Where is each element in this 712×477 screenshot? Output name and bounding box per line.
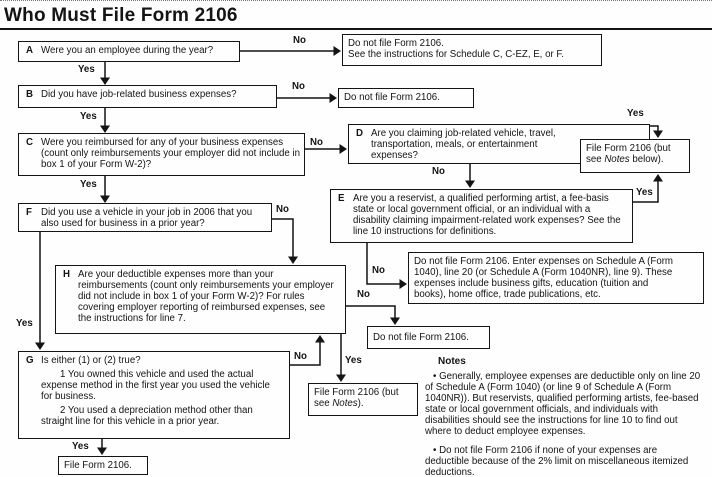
- node-g-item-2: 2 You used a depreciation method other t…: [41, 405, 253, 427]
- node-e: E Are you a reservist, a qualified perfo…: [330, 189, 633, 243]
- notes-heading: Notes: [438, 356, 466, 367]
- edge-e-yes: [633, 176, 659, 203]
- arrow-h-yes: [336, 374, 346, 382]
- arrow-c-yes: [100, 195, 110, 203]
- outcome-file-2106: File Form 2106.: [58, 456, 148, 475]
- node-d-letter: D: [356, 128, 363, 139]
- arrow-e-yes: [653, 174, 663, 182]
- arrow-g-yes: [97, 447, 107, 455]
- label-a-yes: Yes: [78, 64, 95, 75]
- node-a: A Were you an employee during the year?: [18, 41, 240, 62]
- outcome-text-italic: Notes: [604, 154, 630, 165]
- outcome-file-2106-notes: File Form 2106 (but see Notes).: [308, 383, 418, 416]
- arrow-h-no: [390, 317, 400, 325]
- outcome-do-not-file-b: Do not file Form 2106.: [338, 88, 474, 108]
- node-d-text: Are you claiming job-related vehicle, tr…: [371, 128, 556, 161]
- outcome-text-italic: Notes: [332, 398, 358, 409]
- node-g-item-1: 1 You owned this vehicle and used the ac…: [41, 369, 270, 402]
- node-g-text: Is either (1) or (2) true? 1 You owned t…: [41, 355, 277, 435]
- arrow-a-yes: [100, 77, 110, 85]
- arrow-b-no: [329, 93, 337, 103]
- node-h-letter: H: [63, 269, 70, 280]
- label-f-no: No: [276, 204, 289, 215]
- node-c-text: Were you reimbursed for any of your busi…: [41, 137, 300, 170]
- node-e-text: Are you a reservist, a qualified perform…: [353, 193, 621, 237]
- outcome-text: File Form 2106.: [64, 460, 132, 471]
- label-h-yes: Yes: [345, 355, 362, 366]
- node-f-text: Did you use a vehicle in your job in 200…: [41, 207, 253, 229]
- label-a-no: No: [293, 35, 306, 46]
- label-d-yes: Yes: [627, 108, 644, 119]
- label-e-no: No: [372, 265, 385, 276]
- label-g-no: No: [294, 351, 307, 362]
- outcome-text: File Form 2106 (but see: [314, 387, 399, 409]
- edge-h-no: [346, 305, 396, 323]
- arrow-c-no: [339, 144, 347, 154]
- node-e-letter: E: [338, 193, 345, 204]
- node-f: F Did you use a vehicle in your job in 2…: [18, 203, 272, 232]
- outcome-line: See the instructions for Schedule C, C-E…: [348, 49, 564, 60]
- arrow-d-yes: [653, 130, 663, 138]
- outcome-text: below).: [629, 154, 664, 165]
- node-a-letter: A: [26, 45, 33, 56]
- arrow-b-yes: [100, 125, 110, 133]
- label-g-yes: Yes: [72, 441, 89, 452]
- outcome-line: Do not file Form 2106.: [348, 38, 444, 49]
- title-rule: [0, 28, 712, 30]
- edge-g-no: [290, 337, 321, 366]
- label-e-yes: Yes: [636, 187, 653, 198]
- node-b-letter: B: [26, 89, 33, 100]
- label-f-yes: Yes: [16, 318, 33, 329]
- notes-item-2: • Do not file Form 2106 if none of your …: [425, 445, 689, 477]
- outcome-text: Do not file Form 2106.: [373, 332, 469, 343]
- outcome-text: File Form 2106 (but see: [586, 143, 671, 165]
- arrow-f-yes: [35, 342, 45, 350]
- edge-e-no: [366, 243, 401, 285]
- notes-section: Notes • Generally, employee expenses are…: [425, 356, 703, 477]
- arrow-d-no: [465, 180, 475, 188]
- label-b-yes: Yes: [80, 111, 97, 122]
- node-f-letter: F: [26, 207, 32, 218]
- outcome-do-not-file-h: Do not file Form 2106.: [367, 326, 490, 349]
- label-c-yes: Yes: [80, 179, 97, 190]
- edge-f-no: [272, 218, 294, 262]
- page-title: Who Must File Form 2106: [4, 5, 238, 26]
- node-c: C Were you reimbursed for any of your bu…: [18, 133, 305, 176]
- label-b-no: No: [292, 81, 305, 92]
- outcome-file-2106-notes-below: File Form 2106 (but see Notes below).: [580, 139, 690, 173]
- label-h-no: No: [357, 289, 370, 300]
- node-h-text: Are your deductible expenses more than y…: [78, 269, 334, 324]
- outcome-do-not-file-schedules: Do not file Form 2106. See the instructi…: [342, 34, 602, 66]
- node-b-text: Did you have job-related business expens…: [41, 89, 237, 100]
- node-g-letter: G: [26, 355, 34, 366]
- label-d-no: No: [432, 166, 445, 177]
- outcome-schedule-a: Do not file Form 2106. Enter expenses on…: [408, 252, 704, 304]
- node-a-text: Were you an employee during the year?: [41, 45, 214, 56]
- arrow-g-no: [315, 335, 325, 343]
- arrow-f-no: [288, 256, 298, 264]
- arrow-e-no: [399, 279, 407, 289]
- outcome-text: Do not file Form 2106.: [344, 92, 440, 103]
- arrow-a-no: [333, 46, 341, 56]
- outcome-text: Do not file Form 2106. Enter expenses on…: [414, 256, 674, 300]
- label-c-no: No: [310, 137, 323, 148]
- notes-item-1: • Generally, employee expenses are deduc…: [425, 371, 701, 437]
- node-b: B Did you have job-related business expe…: [18, 85, 277, 108]
- node-g-question: Is either (1) or (2) true?: [41, 355, 141, 366]
- node-c-letter: C: [26, 137, 33, 148]
- outcome-text: ).: [357, 398, 364, 409]
- node-g: G Is either (1) or (2) true? 1 You owned…: [18, 351, 290, 439]
- node-h: H Are your deductible expenses more than…: [55, 265, 346, 334]
